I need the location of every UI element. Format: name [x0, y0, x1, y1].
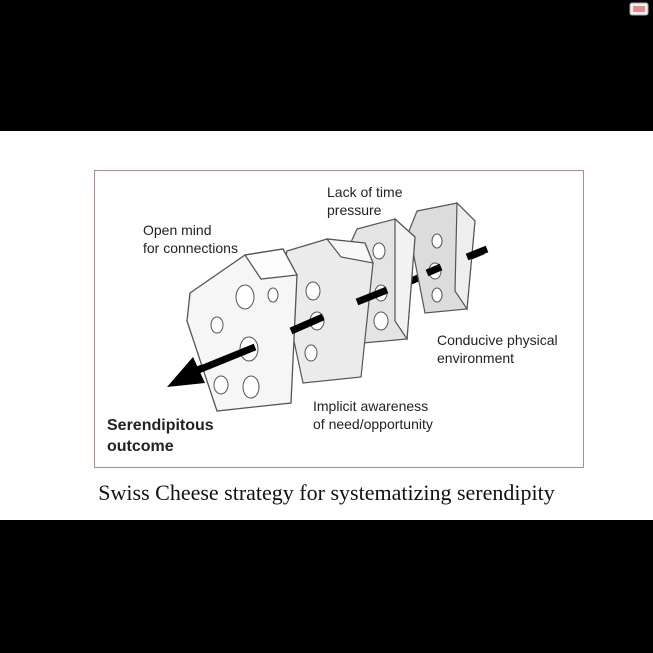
label-implicit-awareness: Implicit awareness of need/opportunity [313, 398, 433, 432]
figure-caption: Swiss Cheese strategy for systematizing … [98, 480, 555, 505]
cheese-illustration [167, 201, 489, 412]
label-lack-of-time-pressure: Lack of time pressure [327, 184, 403, 218]
arrow-shaft-front [189, 343, 257, 377]
corner-logo-icon [629, 2, 649, 16]
cheese-slice-4 [408, 201, 476, 314]
cheese-slice-3 [346, 217, 416, 344]
arrow-shaft-seg-3 [425, 263, 443, 277]
cheese-slice-1 [186, 248, 299, 412]
label-open-mind: Open mind for connections [143, 222, 238, 256]
arrow-shaft-seg-2 [355, 286, 389, 306]
arrow-shaft-tail [465, 245, 489, 261]
arrow-head [167, 357, 205, 387]
label-conducive-environment: Conducive physical environment [437, 332, 558, 366]
swiss-cheese-diagram: Open mind for connections Lack of time p… [94, 170, 584, 468]
label-serendipitous-outcome: Serendipitous outcome [107, 417, 214, 455]
arrow-shaft-seg-1 [289, 313, 325, 335]
